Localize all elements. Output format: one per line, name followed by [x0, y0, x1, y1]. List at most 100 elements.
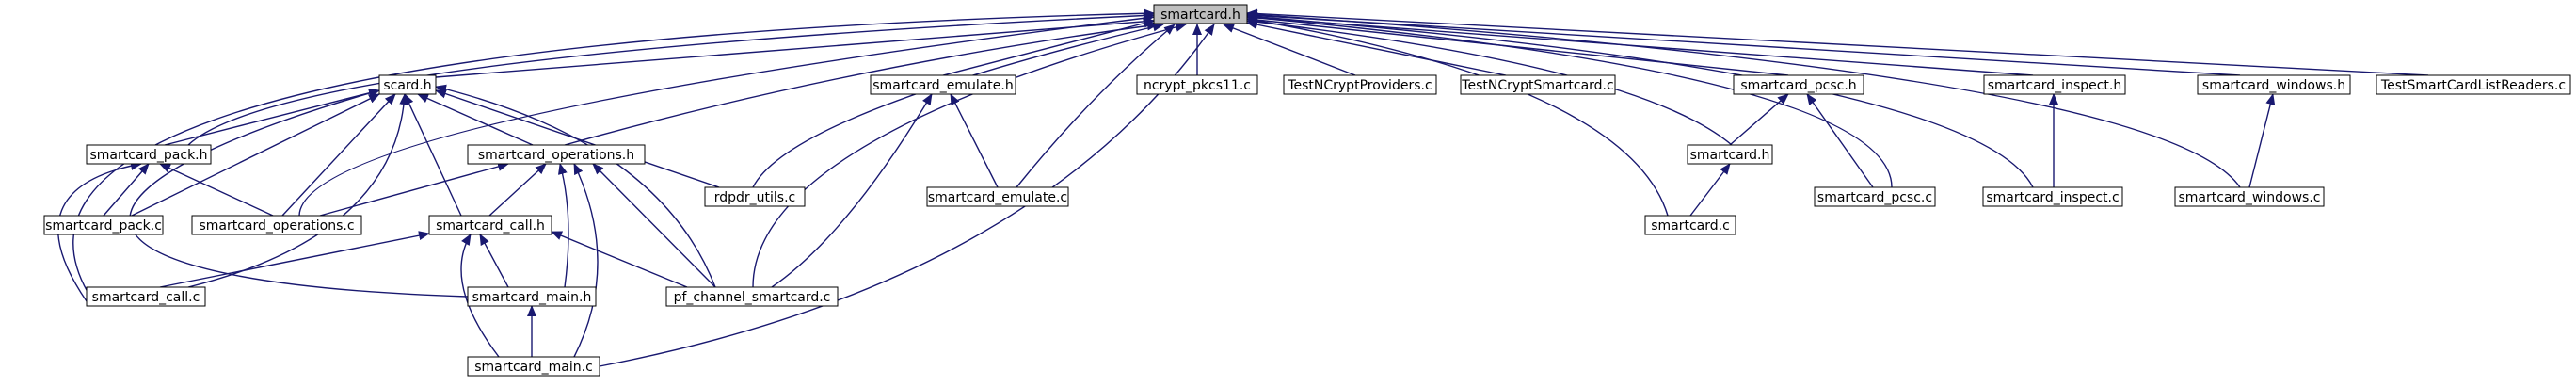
node-smartcard-pcsc-h[interactable]: smartcard_pcsc.h [1733, 74, 1864, 95]
node-box [428, 215, 552, 235]
edge-smartcard_main_c-to-smartcard_h [599, 24, 1215, 367]
edge-smartcard_windows_c-to-smartcard_h [1246, 9, 2241, 188]
node-label: TestNCryptProviders.c [1287, 78, 1432, 93]
edge-scard_h-to-smartcard_h [435, 16, 1155, 78]
node-label: smartcard.c [1651, 218, 1730, 234]
edge-smartcard_pack_c-to-scard_h [131, 93, 380, 217]
edge-smartcard_c-to-smartcard_h [1246, 15, 1669, 217]
node-scard-h[interactable]: scard.h [378, 74, 437, 95]
edge-smartcard_inspect_c-to-smartcard_h [1246, 11, 2034, 188]
node-smartcard-emulate-c[interactable]: smartcard_emulate.c [926, 186, 1069, 207]
node-label: smartcard_pack.c [45, 218, 162, 234]
node-label: smartcard_operations.h [478, 148, 634, 163]
edge-pf_channel_smartcard_c-to-smartcard_call_h [551, 231, 688, 288]
edge-smartcard_c-to-smartcard_hh [1689, 163, 1731, 217]
edge-pf_channel_smartcard_c-to-smartcard_operations_h [592, 163, 716, 288]
node-label: scard.h [383, 78, 431, 93]
node-label: TestSmartCardListReaders.c [2380, 78, 2566, 93]
node-box [43, 215, 164, 235]
node-smartcard-h[interactable]: smartcard.h [1153, 4, 1248, 24]
edge-smartcard_pack_c-to-smartcard_pack_h [103, 163, 150, 217]
node-box [2376, 74, 2571, 95]
edge-smartcard_call_h-to-smartcard_operations_h [488, 163, 547, 217]
node-smartcard-call-h[interactable]: smartcard_call.h [428, 215, 552, 235]
node-box [86, 144, 212, 165]
edge-smartcard_operations_c-to-smartcard_pack_h [159, 163, 274, 217]
node-TestSmartCardListReaders-c[interactable]: TestSmartCardListReaders.c [2376, 74, 2571, 95]
edge-smartcard_call_c-to-scard_h [187, 93, 409, 288]
node-label: TestNCryptSmartcard.c [1461, 78, 1613, 93]
node-TestNCryptProviders-c[interactable]: TestNCryptProviders.c [1283, 74, 1437, 95]
node-smartcard-operations-h[interactable]: smartcard_operations.h [467, 144, 646, 165]
node-label: smartcard_call.c [92, 290, 200, 305]
node-box [86, 286, 206, 307]
edge-smartcard_pcsc_h-to-smartcard_h [1246, 15, 1789, 76]
node-label: ncrypt_pkcs11.c [1144, 78, 1251, 93]
node-label: smartcard_pcsc.c [1817, 190, 1932, 205]
edge-smartcard_pcsc_c-to-smartcard_pcsc_h [1806, 93, 1874, 188]
node-smartcard-pack-c[interactable]: smartcard_pack.c [43, 215, 164, 235]
edge-pf_channel_smartcard_c-to-smartcard_h [752, 23, 1187, 288]
node-label: pf_channel_smartcard.c [674, 290, 831, 305]
node-label: smartcard_main.h [472, 290, 592, 305]
edge-smartcard_operations_c-to-scard_h [281, 93, 396, 217]
node-label: smartcard_emulate.h [872, 78, 1013, 93]
node-label: smartcard_pack.h [89, 148, 207, 163]
node-box [1814, 186, 1936, 207]
node-smartcard-inspect-h[interactable]: smartcard_inspect.h [1983, 74, 2126, 95]
edge-smartcard_call_c-to-smartcard_h [72, 8, 1155, 293]
node-smartcard-inspect-c[interactable]: smartcard_inspect.c [1982, 186, 2123, 207]
node-TestNCryptSmartcard-c[interactable]: TestNCryptSmartcard.c [1460, 74, 1616, 95]
node-box [2197, 74, 2351, 95]
node-box [1283, 74, 1437, 95]
edge-smartcard_pack_h-to-smartcard_h [187, 10, 1155, 146]
node-box [1460, 74, 1616, 95]
node-label: smartcard.h [1160, 8, 1240, 23]
node-rdpdr-utils-c[interactable]: rdpdr_utils.c [704, 186, 806, 207]
node-box [1982, 186, 2123, 207]
node-box [665, 286, 839, 307]
edge-smartcard_windows_h-to-smartcard_h [1246, 10, 2241, 76]
edge-smartcard_hh-to-smartcard_pcsc_h [1729, 93, 1789, 146]
edge-smartcard_emulate_c-to-smartcard_emulate_h [950, 93, 999, 188]
node-box [467, 144, 646, 165]
edge-TestNCryptSmartcard_c-to-smartcard_h [1246, 20, 1507, 76]
node-smartcard-main-h[interactable]: smartcard_main.h [467, 286, 597, 307]
node-smartcard-emulate-h[interactable]: smartcard_emulate.h [870, 74, 1016, 95]
node-smartcard-operations-c[interactable]: smartcard_operations.c [191, 215, 362, 235]
edge-smartcard_operations_h-to-scard_h [417, 93, 534, 146]
node-label: rdpdr_utils.c [714, 190, 796, 205]
node-smartcard-call-c[interactable]: smartcard_call.c [86, 286, 206, 307]
edge-rdpdr_utils_c-to-smartcard_h [752, 22, 1164, 188]
node-smartcard-c[interactable]: smartcard.c [1644, 215, 1736, 235]
node-label: smartcard_operations.c [199, 218, 354, 234]
node-box [467, 356, 600, 377]
edge-TestNCryptProviders_c-to-smartcard_h [1223, 24, 1356, 76]
edge-smartcard_main_c-to-smartcard_operations_h [573, 163, 599, 358]
edge-smartcard_hh-to-smartcard_h [1246, 17, 1733, 146]
node-box [1644, 215, 1736, 235]
node-box [926, 186, 1069, 207]
node-smartcard-hh[interactable]: smartcard.h [1687, 144, 1773, 165]
node-smartcard-windows-c[interactable]: smartcard_windows.c [2174, 186, 2325, 207]
node-label: smartcard_main.c [474, 360, 593, 375]
node-box [378, 74, 437, 95]
edge-pf_channel_smartcard_c-to-smartcard_emulate_h [771, 93, 933, 288]
node-box [1733, 74, 1864, 95]
node-smartcard-main-c[interactable]: smartcard_main.c [467, 356, 600, 377]
node-label: smartcard_inspect.c [1986, 190, 2119, 205]
node-smartcard-windows-h[interactable]: smartcard_windows.h [2197, 74, 2351, 95]
node-ncrypt-pkcs11-c[interactable]: ncrypt_pkcs11.c [1136, 74, 1258, 95]
node-label: smartcard_inspect.h [1988, 78, 2122, 93]
node-smartcard-pack-h[interactable]: smartcard_pack.h [86, 144, 212, 165]
node-box [2174, 186, 2325, 207]
node-pf-channel-smartcard-c[interactable]: pf_channel_smartcard.c [665, 286, 839, 307]
edges-layer [57, 8, 2429, 367]
edge-smartcard_pack_h-to-scard_h [164, 88, 380, 146]
edge-smartcard_main_c-to-smartcard_call_h [460, 234, 500, 358]
node-box [1687, 144, 1773, 165]
edge-smartcard_windows_c-to-smartcard_windows_h [2248, 93, 2276, 188]
node-label: smartcard_windows.h [2202, 78, 2345, 93]
node-smartcard-pcsc-c[interactable]: smartcard_pcsc.c [1814, 186, 1936, 207]
